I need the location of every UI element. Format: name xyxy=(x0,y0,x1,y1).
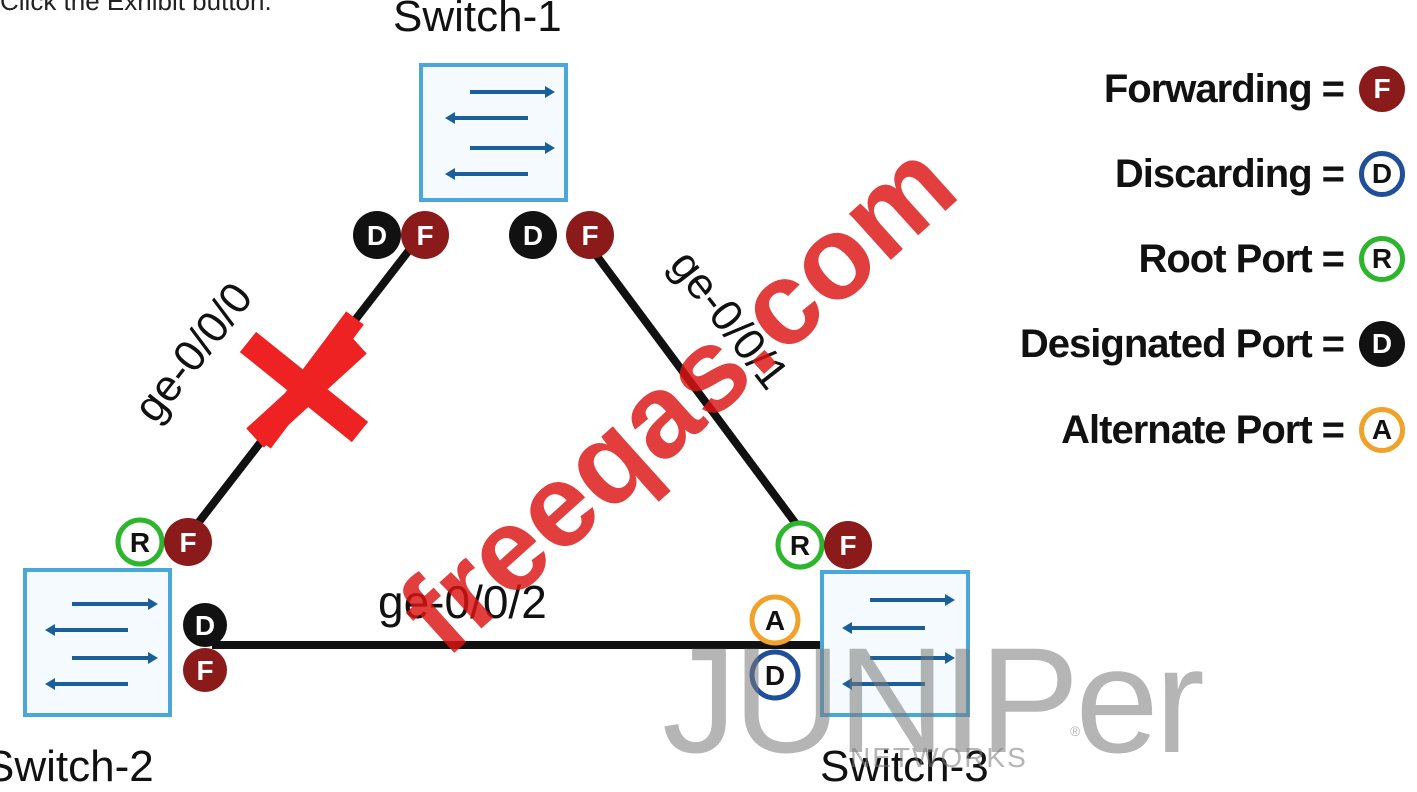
port-badge-designated: D xyxy=(183,603,227,647)
juniper-logo: JUNIPer NETWORKS ® xyxy=(662,625,1205,775)
logo-registered-mark: ® xyxy=(1070,723,1081,739)
legend-item-forwarding: Forwarding = F xyxy=(1104,66,1405,112)
svg-text:F: F xyxy=(179,527,196,558)
legend-item-root-port: Root Port = R xyxy=(1138,236,1405,282)
logo-wordmark: JUNIPer xyxy=(662,616,1205,784)
root-port-badge-icon: R xyxy=(1359,236,1405,282)
port-badge-forwarding: F xyxy=(824,521,872,569)
legend-item-discarding: Discarding = D xyxy=(1115,151,1405,197)
discarding-badge-icon: D xyxy=(1359,151,1405,197)
svg-text:D: D xyxy=(523,220,543,251)
legend-label: Alternate Port xyxy=(1061,407,1312,452)
blocked-x-icon xyxy=(239,311,369,449)
port-badge-forwarding: F xyxy=(164,518,212,566)
svg-text:D: D xyxy=(765,660,785,691)
port-badge-root: R xyxy=(775,520,825,570)
switch1-left-ports: D F xyxy=(353,211,449,259)
port-badge-root: R xyxy=(115,517,165,567)
link-ge-0-0-1 xyxy=(581,237,812,543)
switch-1-icon xyxy=(419,63,568,202)
svg-text:F: F xyxy=(839,530,856,561)
switch-2-icon xyxy=(23,568,172,717)
alternate-port-badge-icon: A xyxy=(1359,407,1405,453)
port-badge-designated: D xyxy=(353,211,401,259)
switch-2-label: Switch-2 xyxy=(0,742,154,791)
port-badge-forwarding: F xyxy=(401,211,449,259)
svg-text:D: D xyxy=(195,610,215,641)
switch1-right-ports: D F xyxy=(509,211,614,259)
port-badge-discarding: D xyxy=(749,649,801,701)
logo-subtext: NETWORKS xyxy=(850,742,1028,773)
link-label-ge-0-0-2: ge-0/0/2 xyxy=(378,576,547,628)
designated-port-badge-icon: D xyxy=(1359,321,1405,367)
instruction-text: Click the Exhibit button. xyxy=(0,0,272,16)
legend-item-designated-port: Designated Port = D xyxy=(1020,321,1405,367)
port-badge-designated: D xyxy=(509,211,557,259)
switch3-top-ports: R F xyxy=(775,520,872,570)
legend-label: Discarding xyxy=(1114,151,1313,196)
legend-label: Forwarding xyxy=(1103,66,1313,111)
svg-text:R: R xyxy=(790,530,810,561)
legend-equals: = xyxy=(1321,66,1345,111)
legend-equals: = xyxy=(1321,236,1345,281)
legend-equals: = xyxy=(1321,321,1345,366)
svg-text:F: F xyxy=(416,220,433,251)
switch-3-icon xyxy=(820,570,970,717)
legend-equals: = xyxy=(1321,407,1345,452)
switch2-right-ports: D F xyxy=(183,603,227,692)
switch2-top-ports: R F xyxy=(115,517,212,567)
port-badge-forwarding: F xyxy=(183,648,227,692)
legend-item-alternate-port: Alternate Port = A xyxy=(1061,407,1405,453)
port-badge-alternate: A xyxy=(749,594,801,646)
legend-label: Designated Port xyxy=(1019,321,1313,366)
legend-equals: = xyxy=(1321,151,1345,196)
svg-text:F: F xyxy=(196,655,213,686)
port-badge-forwarding: F xyxy=(566,211,614,259)
switch3-left-ports: A D xyxy=(749,594,801,701)
svg-text:D: D xyxy=(367,220,387,251)
legend-label: Root Port xyxy=(1138,236,1312,281)
switch-1-label: Switch-1 xyxy=(393,0,562,41)
forwarding-badge-icon: F xyxy=(1359,66,1405,112)
svg-text:A: A xyxy=(765,605,785,636)
svg-text:F: F xyxy=(581,220,598,251)
svg-text:R: R xyxy=(130,527,150,558)
